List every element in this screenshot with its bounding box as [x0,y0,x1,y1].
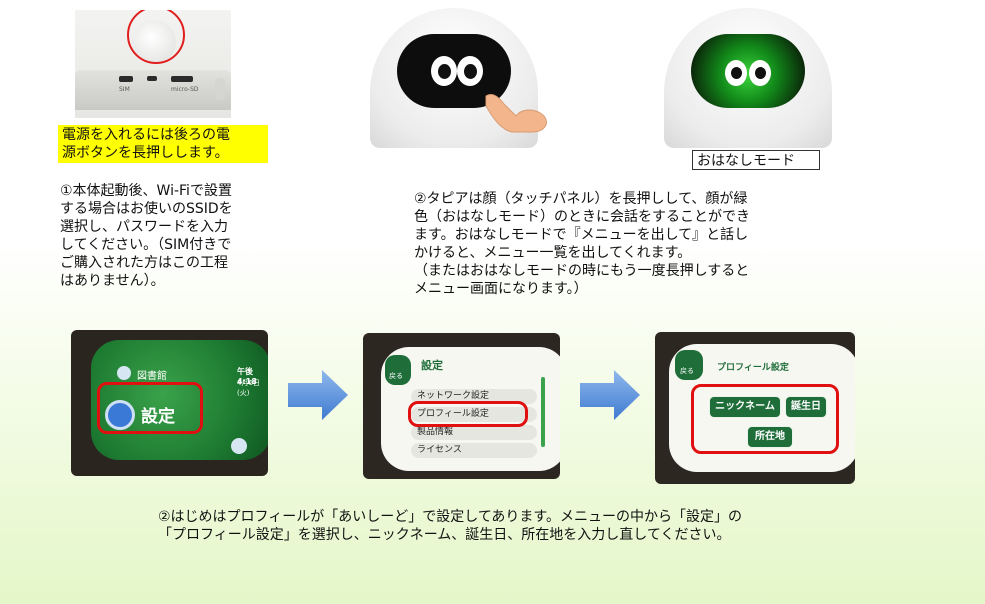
port-icon [147,76,157,81]
birthday-button[interactable]: 誕生日 [785,396,827,418]
step2-instructions: ②タピアは顔（タッチパネル）を長押しして、顔が緑 色（おはなしモード）のときに会… [414,191,750,297]
eye-icon [457,56,483,86]
port-label: SIM [119,86,130,93]
robot-back-photo: SIM micro-SD [75,10,231,118]
nickname-button[interactable]: ニックネーム [709,396,781,418]
robot-face-talk-mode [664,8,832,148]
gear-icon[interactable] [105,400,135,430]
settings-highlight [97,382,203,434]
port-icon [171,76,193,82]
refresh-icon [231,438,247,454]
eye-icon [431,56,457,86]
menu-network-settings[interactable]: ネットワーク設定 [411,389,537,404]
step1-instructions: ①本体起動後、Wi-Fiで設置 する場合はお使いのSSIDを 選択し、パスワード… [60,183,233,289]
screen-home: 図書館 午後4:18 4月6日(火) 設定 [71,330,268,476]
settings-label[interactable]: 設定 [141,407,175,427]
settings-title: 設定 [421,359,443,372]
profile-fields-highlight [691,384,839,454]
bottom-instructions: ②はじめはプロフィールが「あいしーど」で設定してあります。メニューの中から「設定… [158,509,743,543]
library-label: 図書館 [137,371,167,382]
face-visor-green [691,34,805,108]
profile-title: プロフィール設定 [717,363,789,373]
power-button-highlight [127,10,185,64]
finger-tap-icon [485,93,547,133]
settings-display: 戻る 設定 ネットワーク設定 プロフィール設定 製品情報 ライセンス [381,347,560,471]
robot-face-normal [370,8,538,148]
home-display: 図書館 午後4:18 4月6日(火) 設定 [91,340,268,460]
arrow-right-icon [580,370,640,420]
arrow-right-icon [288,370,348,420]
profile-settings-highlight [408,401,528,427]
power-caption: 電源を入れるには後ろの電 源ボタンを長押しします。 [58,125,268,163]
eye-icon [749,60,771,86]
port-icon [119,76,133,82]
menu-product-info[interactable]: 製品情報 [411,425,537,440]
strap-icon [215,78,225,100]
menu-profile-settings[interactable]: プロフィール設定 [411,407,537,422]
back-button[interactable]: 戻る [385,355,411,385]
location-button[interactable]: 所在地 [747,426,793,448]
time-label: 午後4:18 [237,367,257,386]
date-label: 4月6日(火) [237,379,260,397]
back-label: 戻る [680,367,694,375]
back-label: 戻る [389,372,403,380]
library-icon [117,366,131,380]
menu-license[interactable]: ライセンス [411,443,537,458]
back-button[interactable]: 戻る [675,350,703,380]
screen-settings: 戻る 設定 ネットワーク設定 プロフィール設定 製品情報 ライセンス [363,333,560,479]
talk-mode-label: おはなしモード [692,150,820,170]
screen-profile: 戻る プロフィール設定 ニックネーム 誕生日 所在地 [655,332,855,484]
port-label: micro-SD [171,86,199,93]
eye-icon [725,60,747,86]
scrollbar[interactable] [541,377,545,447]
port-strip: SIM micro-SD [75,70,231,110]
